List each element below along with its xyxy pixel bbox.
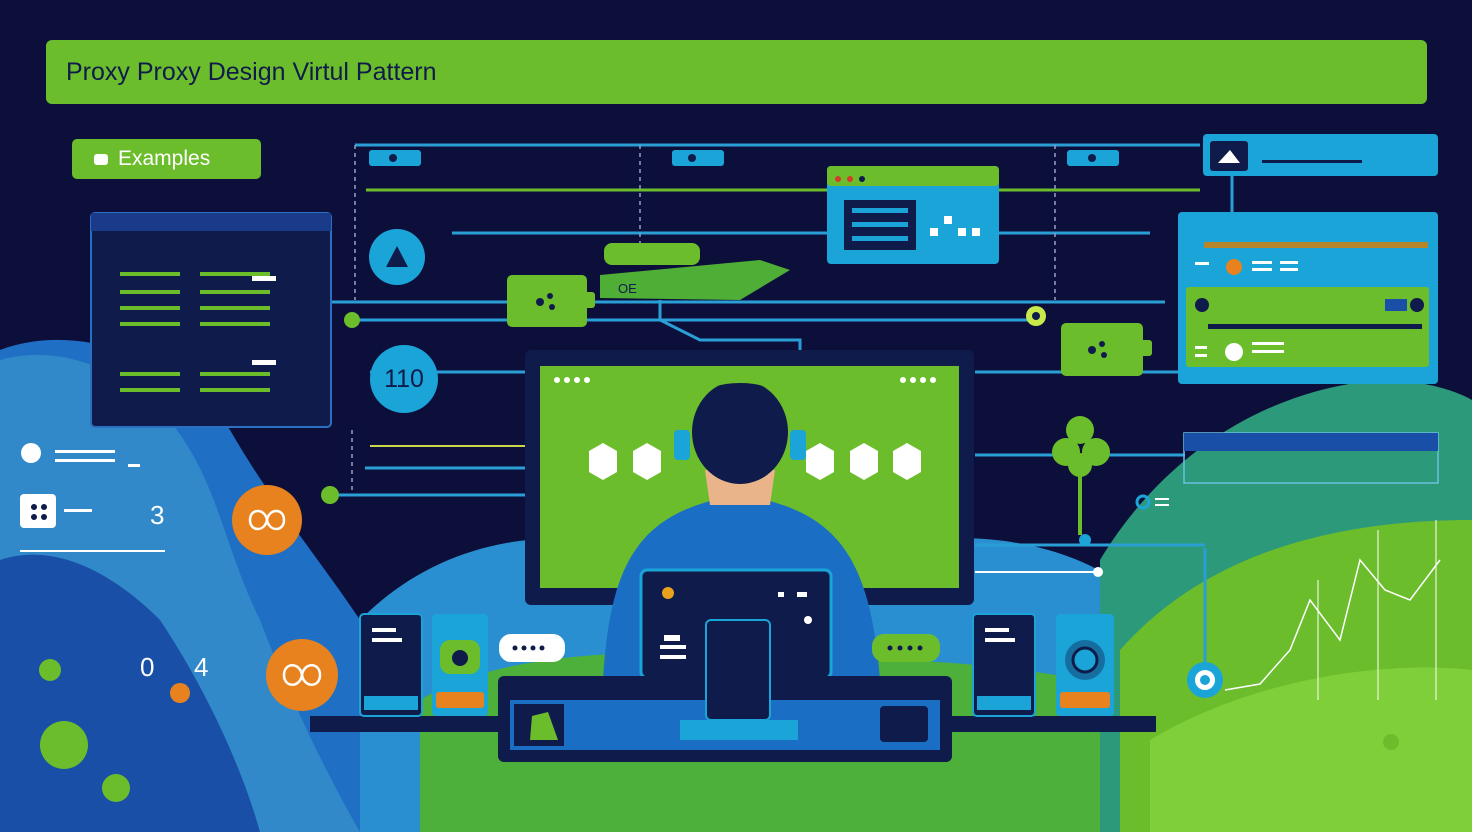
- puzzle-node-left: [507, 275, 587, 327]
- headphones-icon: [679, 376, 801, 441]
- counter-badge: 110: [370, 345, 438, 413]
- top-tag-2: [672, 150, 724, 166]
- digit-three: 3: [150, 500, 165, 530]
- chip-text: OE: [618, 281, 637, 296]
- top-right-box: [1203, 134, 1438, 176]
- page-title: Proxy Proxy Design Virtul Pattern: [66, 57, 437, 86]
- folder-icon: [94, 153, 108, 165]
- digit-zero: 0: [140, 652, 155, 682]
- person-head: [692, 380, 788, 484]
- hexagon-icons: [589, 443, 921, 480]
- line-chart: [1224, 558, 1441, 691]
- right-hill-front: [1150, 667, 1472, 832]
- counter-value: 110: [384, 364, 424, 393]
- chat-bubble-right: [872, 634, 940, 662]
- title-banner: Proxy Proxy Design Virtul Pattern: [46, 40, 1427, 104]
- tree-icon: [1052, 416, 1110, 535]
- dice-icon: [20, 494, 56, 528]
- examples-label: Examples: [118, 147, 211, 170]
- dashed-guides: [351, 145, 1056, 490]
- puzzle-node-right: [1061, 323, 1143, 376]
- left-terminal-window: [90, 212, 332, 428]
- green-chip: [604, 243, 700, 265]
- examples-button[interactable]: Examples: [72, 139, 261, 179]
- digit-four: 4: [194, 652, 209, 682]
